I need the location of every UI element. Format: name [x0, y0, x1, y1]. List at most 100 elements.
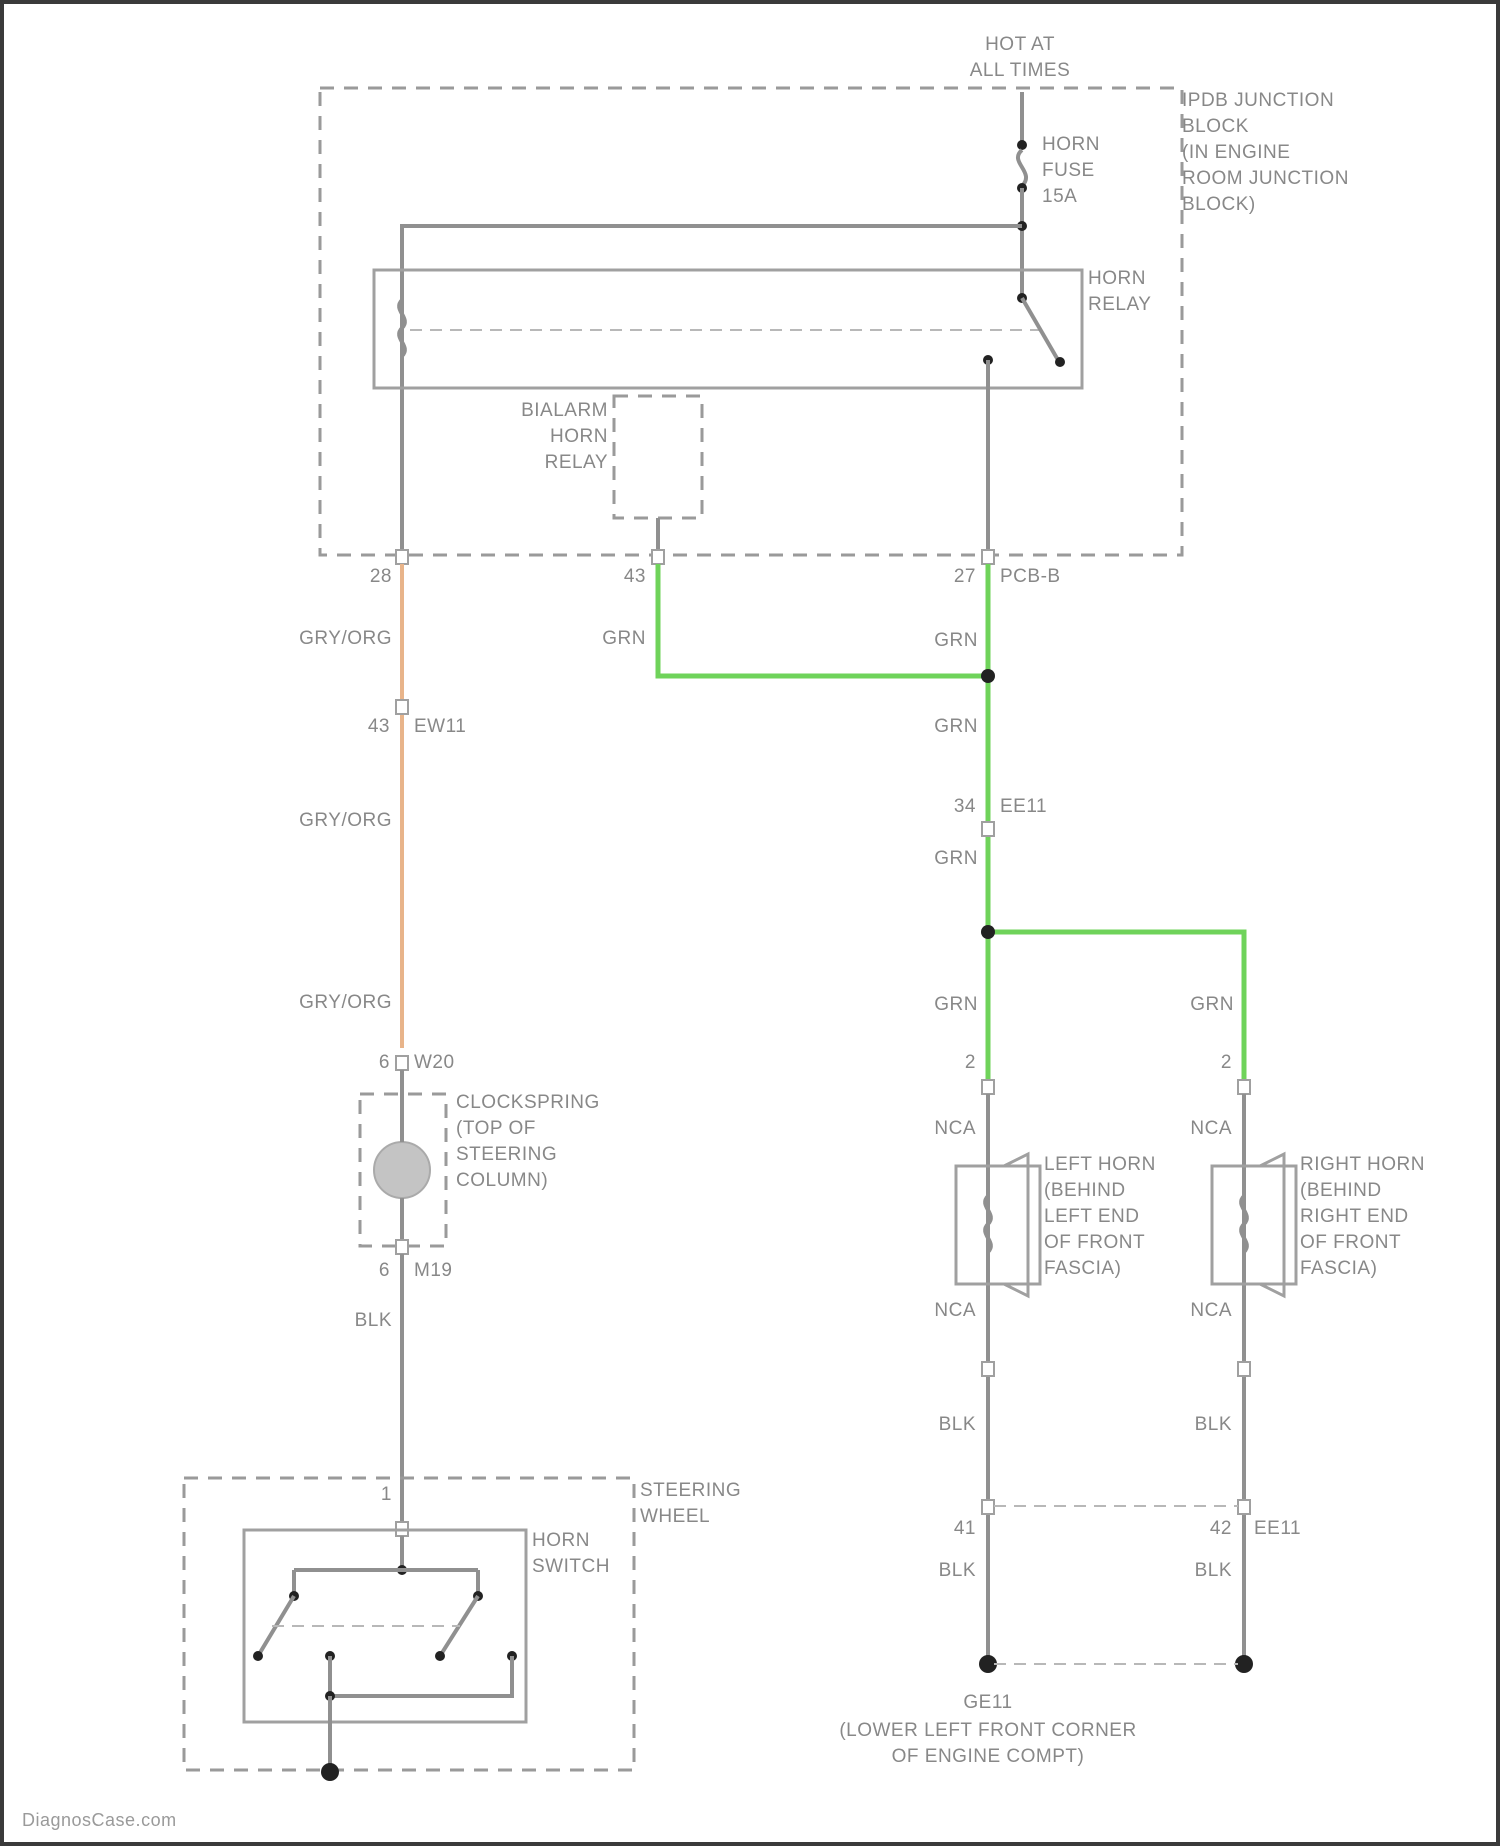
- clockspring-coil-icon: [374, 1142, 430, 1198]
- wire-label-blk-switch: BLK: [355, 1310, 392, 1331]
- wire-label-gry-org-2: GRY/ORG: [299, 810, 392, 831]
- gnd-left-pin-label: 41: [954, 1518, 976, 1539]
- ipdb-label-line3: (IN ENGINE: [1182, 142, 1290, 163]
- wire-label-grn-right-2: GRN: [934, 716, 978, 737]
- splice-green-upper: [981, 669, 995, 683]
- ipdb-enclosure: [320, 88, 1182, 555]
- bialarm-label-line2: HORN: [550, 426, 608, 447]
- watermark: DiagnosCase.com: [22, 1810, 177, 1830]
- horn-relay-label-line2: RELAY: [1088, 294, 1151, 315]
- ipdb-pin-27: [982, 550, 994, 564]
- right-horn-pin-label: 2: [1221, 1052, 1232, 1073]
- right-horn-label-line2: (BEHIND: [1300, 1180, 1382, 1201]
- ipdb-junction-block: IPDB JUNCTION BLOCK (IN ENGINE ROOM JUNC…: [320, 88, 1349, 555]
- right-horn-label-line3: RIGHT END: [1300, 1206, 1409, 1227]
- wire-label-blk-rh-2: BLK: [1195, 1560, 1232, 1581]
- clockspring-label-line3: STEERING: [456, 1144, 557, 1165]
- ipdb-connector-pins: 28 43 27 PCB-B: [370, 550, 1061, 587]
- switch-contacts: [258, 1596, 478, 1656]
- gnd-right-pin-label: 42: [1210, 1518, 1232, 1539]
- ipdb-pin-28: [396, 550, 408, 564]
- wire-label-blk-rh-1: BLK: [1195, 1414, 1232, 1435]
- wire-label-blk-lh-1: BLK: [939, 1414, 976, 1435]
- right-horn-label-line5: FASCIA): [1300, 1258, 1377, 1279]
- wire-label-nca-lh-top: NCA: [934, 1118, 976, 1139]
- ipdb-label-line4: ROOM JUNCTION: [1182, 168, 1349, 189]
- ground-shared-links: [994, 1506, 1238, 1664]
- conn-w20-pin-label: 6: [379, 1052, 390, 1073]
- relay-coil-feed-wire: [402, 226, 1022, 556]
- fuse-label-line3: 15A: [1042, 186, 1077, 207]
- left-horn-label-line4: OF FRONT: [1044, 1232, 1145, 1253]
- horn-switch-label-line1: HORN: [532, 1530, 590, 1551]
- power-label-line1: HOT AT: [985, 34, 1055, 55]
- horn-switch-pin-label: 1: [381, 1484, 392, 1505]
- relay-contact-arm-end: [1055, 357, 1065, 367]
- gnd-right-pin: [1238, 1500, 1250, 1514]
- wire-label-grn-right-3: GRN: [934, 848, 978, 869]
- ipdb-label-line2: BLOCK: [1182, 116, 1249, 137]
- conn-ew11-label: EW11: [414, 716, 466, 737]
- conn-ee11-pin-label: 34: [954, 796, 976, 817]
- horn-switch-label-line2: SWITCH: [532, 1556, 610, 1577]
- bialarm-label-line1: BIALARM: [521, 400, 608, 421]
- switch-ground-bus: [330, 1656, 512, 1696]
- ipdb-connector-label: PCB-B: [1000, 566, 1061, 587]
- left-horn-pin-label: 2: [965, 1052, 976, 1073]
- fuse-label-line1: HORN: [1042, 134, 1100, 155]
- ground-id: GE11: [963, 1692, 1012, 1713]
- ground-location: GE11 (LOWER LEFT FRONT CORNER OF ENGINE …: [839, 1692, 1136, 1767]
- left-horn-label-line3: LEFT END: [1044, 1206, 1140, 1227]
- switch-common-bus: [294, 1570, 478, 1596]
- left-horn-label-line2: (BEHIND: [1044, 1180, 1126, 1201]
- conn-ew11-pin: [396, 700, 408, 714]
- left-horn-label-line5: FASCIA): [1044, 1258, 1121, 1279]
- clockspring-label-line2: (TOP OF: [456, 1118, 536, 1139]
- wire-label-grn-lh: GRN: [934, 994, 978, 1015]
- wire-label-nca-lh-bot: NCA: [934, 1300, 976, 1321]
- wire-label-grn-mid: GRN: [602, 628, 646, 649]
- conn-ee11-pin: [982, 822, 994, 836]
- fuse-terminal-top: [1017, 140, 1027, 150]
- wire-label-grn-right-1: GRN: [934, 630, 978, 651]
- relay-switch-arm: [1022, 298, 1058, 360]
- horn-switch-box: [244, 1530, 526, 1722]
- left-horn-pin: [982, 1080, 994, 1094]
- ipdb-label-line5: BLOCK): [1182, 194, 1256, 215]
- conn-ew11-pin-label: 43: [368, 716, 390, 737]
- power-source: HOT AT ALL TIMES: [970, 34, 1071, 81]
- right-horn-label-line1: RIGHT HORN: [1300, 1154, 1425, 1175]
- right-horn-lower-pin: [1238, 1362, 1250, 1376]
- bialarm-label-line3: RELAY: [545, 452, 608, 473]
- grn-bialarm-wire: [658, 564, 988, 676]
- ground-label-line2: (LOWER LEFT FRONT CORNER: [839, 1720, 1136, 1741]
- wire-label-blk-lh-2: BLK: [939, 1560, 976, 1581]
- steering-wheel-label-line1: STEERING: [640, 1480, 741, 1501]
- ipdb-pin-27-label: 27: [954, 566, 976, 587]
- horn-fuse: HORN FUSE 15A: [1017, 134, 1100, 207]
- ipdb-pin-28-label: 28: [370, 566, 392, 587]
- power-label-line2: ALL TIMES: [970, 60, 1071, 81]
- left-horn-lower-pin: [982, 1362, 994, 1376]
- fuse-element: [1018, 150, 1026, 186]
- gnd-conn-label: EE11: [1254, 1518, 1301, 1539]
- ipdb-label-line1: IPDB JUNCTION: [1182, 90, 1334, 111]
- conn-m19-pin: [396, 1240, 408, 1254]
- wire-label-nca-rh-top: NCA: [1190, 1118, 1232, 1139]
- steering-wheel-label-line2: WHEEL: [640, 1506, 710, 1527]
- left-horn-bell-icon: [1004, 1154, 1028, 1296]
- left-horn: LEFT HORN (BEHIND LEFT END OF FRONT FASC…: [956, 1154, 1156, 1296]
- wire-label-grn-rh: GRN: [1190, 994, 1234, 1015]
- horn-relay: HORN RELAY: [374, 268, 1151, 388]
- conn-m19-label: M19: [414, 1260, 452, 1281]
- right-horn-bell-icon: [1260, 1154, 1284, 1296]
- gnd-left-pin: [982, 1500, 994, 1514]
- splice-green-lower: [981, 925, 995, 939]
- clockspring-label-line4: COLUMN): [456, 1170, 548, 1191]
- right-horn-pin: [1238, 1080, 1250, 1094]
- ground-label-line3: OF ENGINE COMPT): [892, 1746, 1085, 1767]
- switch-left-contact: [253, 1651, 263, 1661]
- right-horn-label-line4: OF FRONT: [1300, 1232, 1401, 1253]
